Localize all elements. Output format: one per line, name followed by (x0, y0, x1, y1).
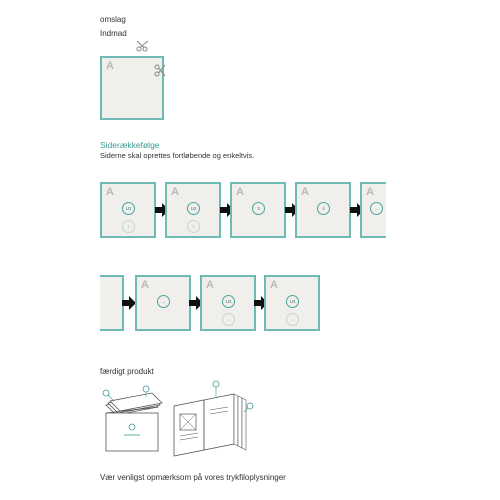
page-mark: A (366, 186, 374, 198)
footer-note: Vær venligst opmærksom på vores trykfilo… (100, 473, 286, 482)
page-mark: A (141, 279, 149, 291)
product-title: færdigt produkt (100, 367, 154, 376)
section-title: Siderækkefølge (100, 140, 160, 150)
section-subtitle: Siderne skal oprettes fortløbende og enk… (100, 151, 255, 160)
page-mark: A (171, 186, 179, 198)
page-number-circle: U1 (122, 202, 135, 215)
page-number-circle: 4 (317, 202, 330, 215)
cover-label: omslag (100, 15, 126, 24)
page-number-circle: U3 (222, 295, 235, 308)
page-mark: A (106, 186, 114, 198)
open-book-illustration (173, 380, 254, 457)
page-number-circle: ... (370, 202, 383, 215)
page-number-circle-faint: ... (222, 313, 235, 326)
inner-label: Indmad (100, 29, 127, 38)
page-mark: A (106, 60, 114, 72)
page-thumbnail: A... (135, 275, 191, 331)
scissors-icon (136, 40, 149, 52)
page-mark: A (270, 279, 278, 291)
page-thumbnail: A U2 2 (165, 182, 221, 238)
page-thumbnail: A U4... (264, 275, 320, 331)
page-number-circle-faint: ... (286, 313, 299, 326)
page-number-circle-faint: 1 (122, 220, 135, 233)
page-thumbnail: A U1 1 (100, 182, 156, 238)
arrow-right-icon (122, 296, 136, 310)
page-thumbnail: A... (360, 182, 386, 238)
page-mark: A (206, 279, 214, 291)
page-thumbnail: A U3... (200, 275, 256, 331)
page-mark: A (301, 186, 309, 198)
cover-page: A (100, 56, 164, 120)
page-thumbnail (100, 275, 124, 331)
page-number-circle: U2 (187, 202, 200, 215)
page-mark: A (236, 186, 244, 198)
scissors-icon (154, 64, 166, 77)
page-number-circle: U4 (286, 295, 299, 308)
page-number-circle: ... (157, 295, 170, 308)
page-number-circle-faint: 2 (187, 220, 200, 233)
arrow-right-icon (189, 296, 203, 310)
closed-book-illustration (102, 385, 163, 452)
page-number-circle: 3 (252, 202, 265, 215)
